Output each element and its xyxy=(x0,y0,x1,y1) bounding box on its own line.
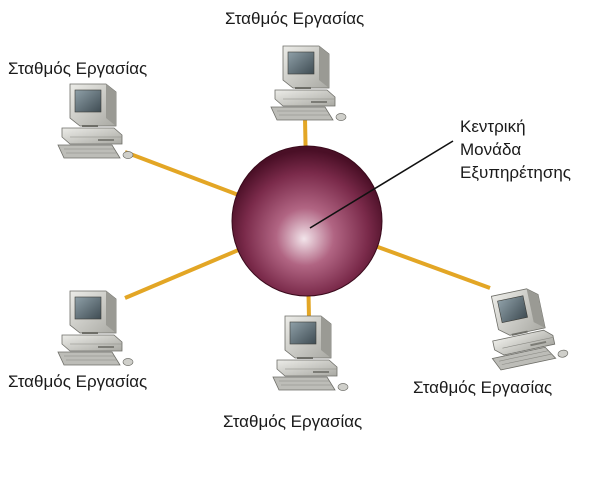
workstation-label-top: Σταθμός Εργασίας xyxy=(225,9,365,28)
workstation-label-bottom: Σταθμός Εργασίας xyxy=(223,412,363,431)
hub-label-line-2: Μονάδα xyxy=(460,140,522,159)
workstation-top-computer-icon xyxy=(270,45,347,122)
hub-label-line-1: Κεντρική xyxy=(460,117,526,136)
hub-label: Κεντρική Μονάδα Εξυπηρέτησης xyxy=(460,115,571,184)
workstation-top-left-computer-icon xyxy=(57,83,134,160)
workstation-bottom-left-computer-icon xyxy=(57,290,134,367)
hub-callout-line xyxy=(309,140,454,229)
workstation-bottom-right-computer-icon xyxy=(478,282,570,373)
workstation-label-bottom-left: Σταθμός Εργασίας xyxy=(8,372,148,391)
hub-label-line-3: Εξυπηρέτησης xyxy=(460,163,571,182)
workstation-bottom-computer-icon xyxy=(272,315,349,392)
workstation-label-bottom-right: Σταθμός Εργασίας xyxy=(413,378,553,397)
workstation-label-top-left: Σταθμός Εργασίας xyxy=(8,59,148,78)
central-server-node xyxy=(231,145,383,297)
